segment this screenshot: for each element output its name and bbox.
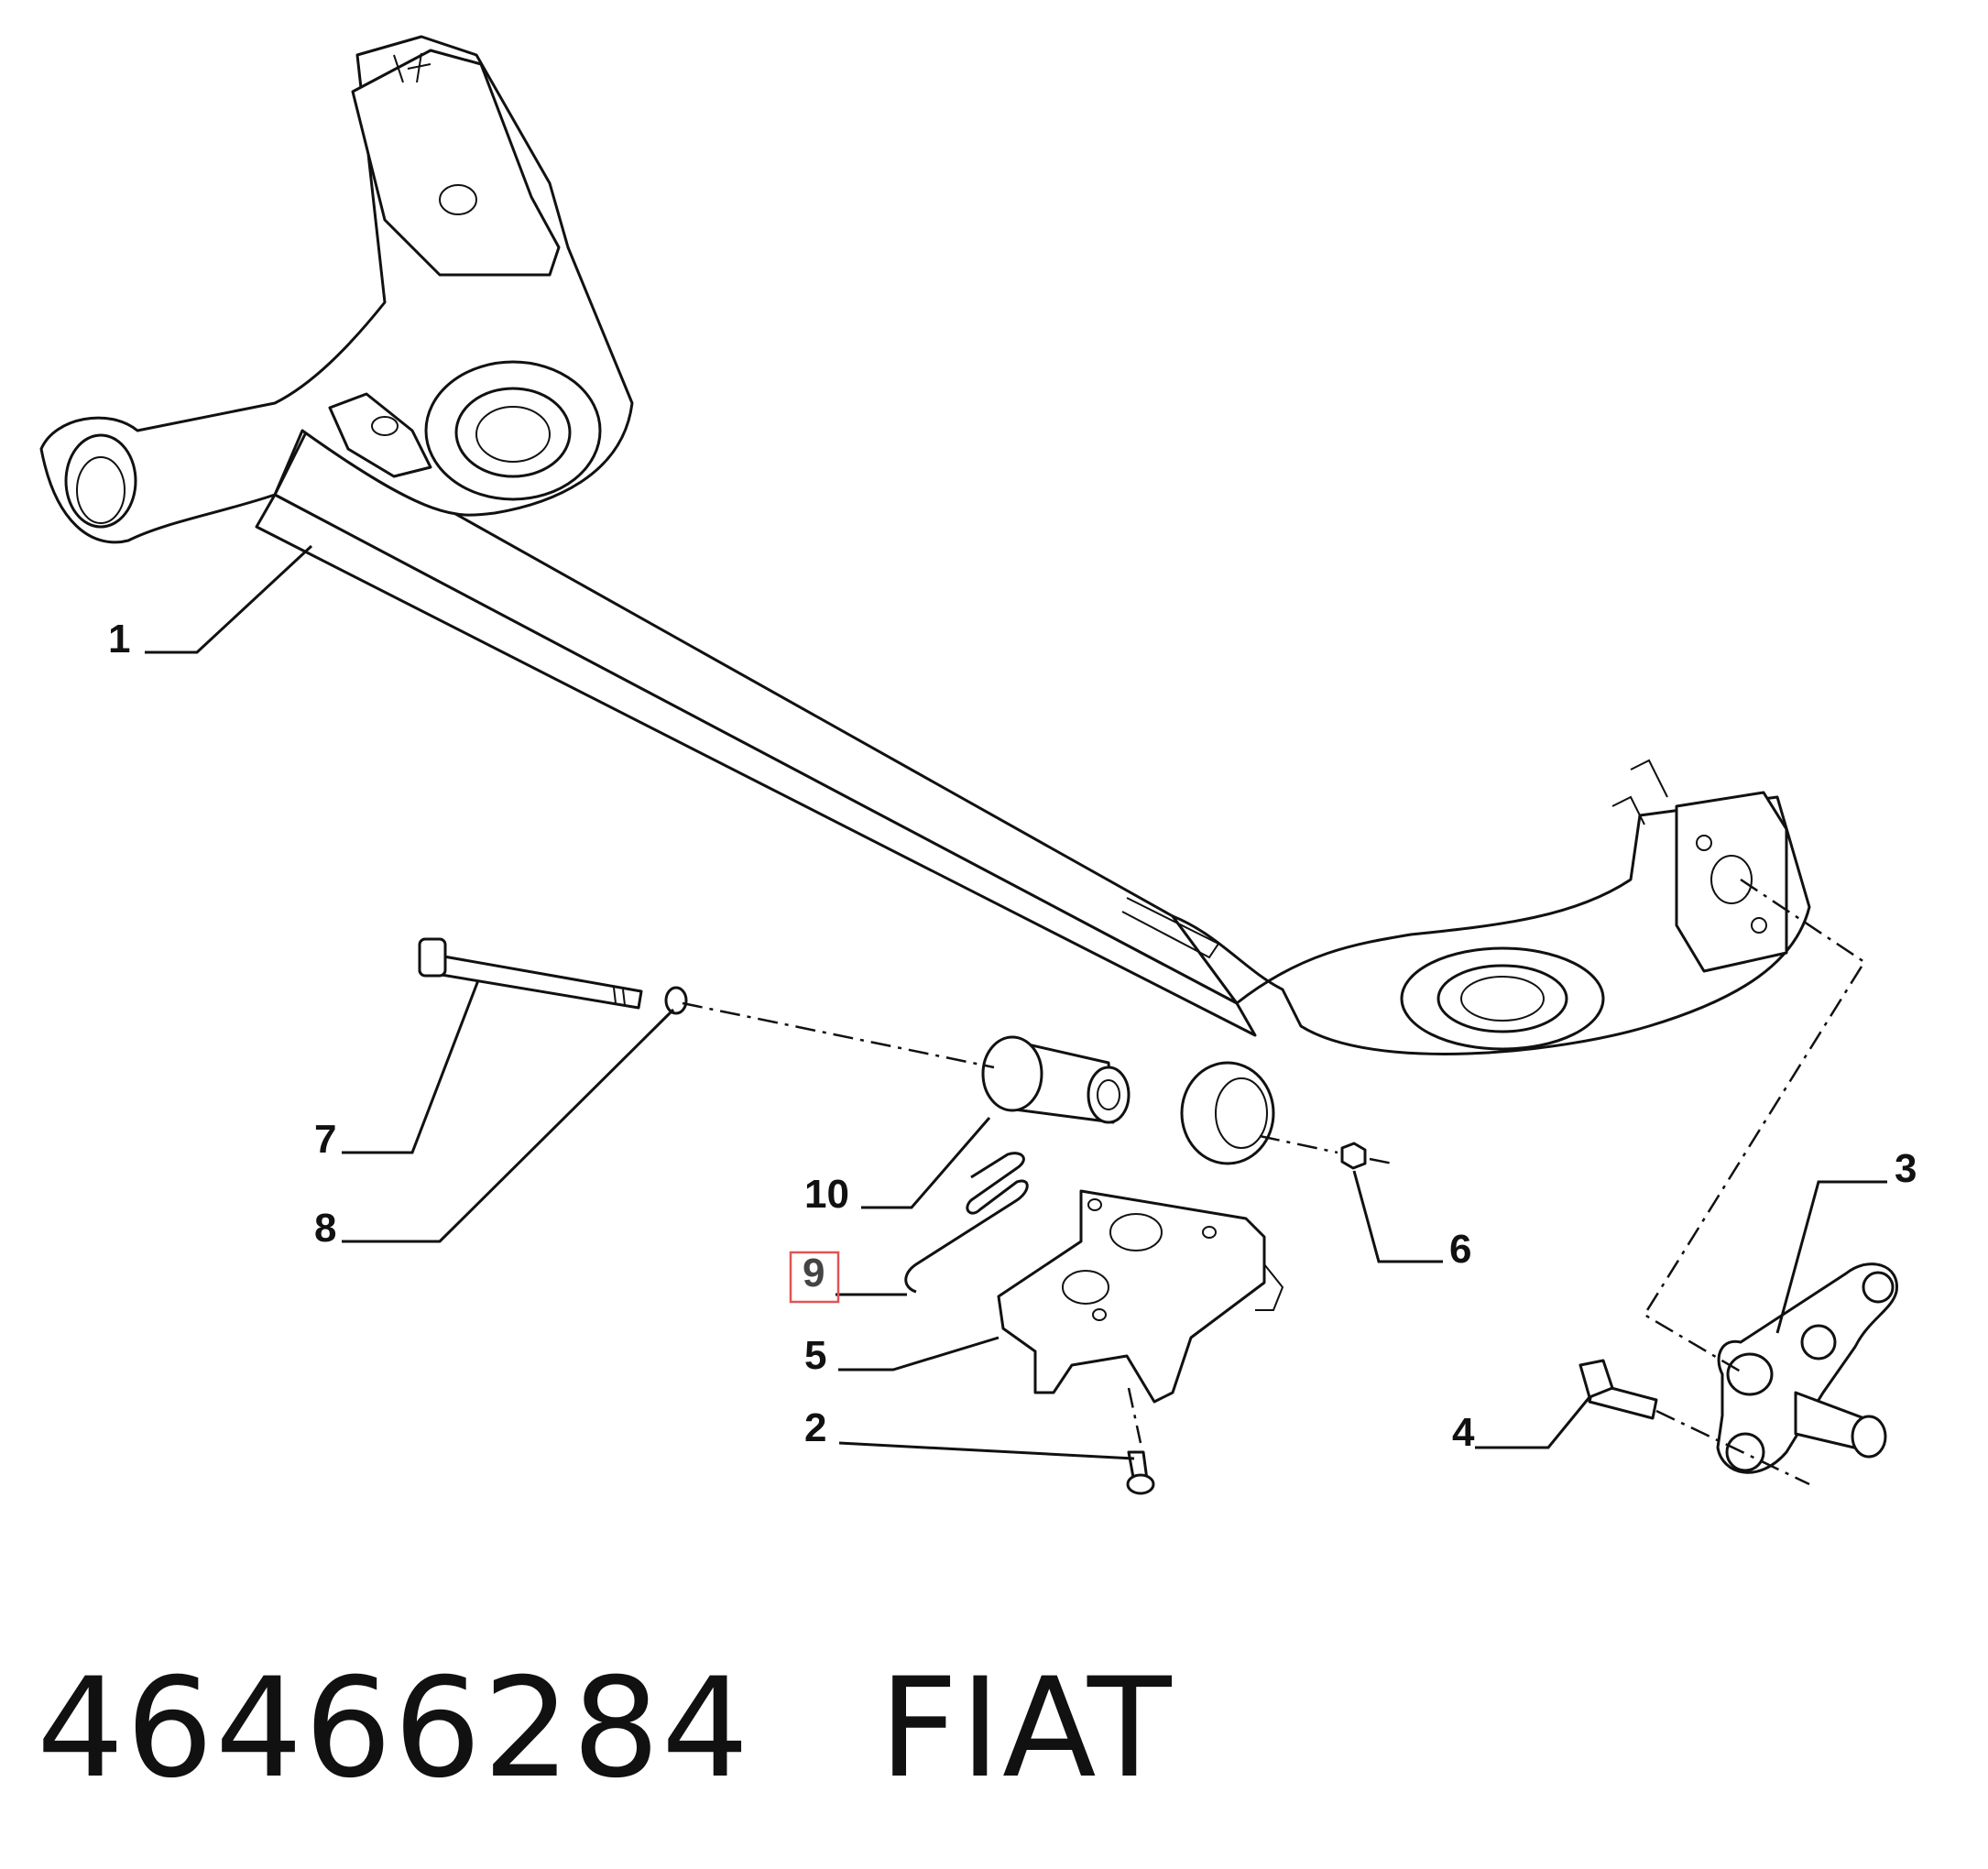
callout-10: 10 (804, 1172, 849, 1217)
stub-axle (1716, 1262, 1898, 1474)
callout-3: 3 (1895, 1146, 1917, 1191)
callout-7: 7 (314, 1117, 336, 1162)
callout-9-highlight (789, 1251, 840, 1304)
washer (664, 986, 688, 1015)
bushing-sleeve (981, 1035, 1131, 1124)
callout-6: 6 (1449, 1227, 1471, 1272)
part-number-footer: 46466284 FIAT (37, 1649, 1174, 1809)
callout-1: 1 (108, 617, 130, 661)
callout-4: 4 (1452, 1410, 1475, 1455)
callout-2: 2 (804, 1405, 826, 1450)
hub-bolt (1578, 1359, 1658, 1420)
brand-name: FIAT (879, 1649, 1174, 1809)
nut (1340, 1142, 1367, 1170)
callout-8: 8 (314, 1206, 336, 1251)
rear-axle-beam (39, 35, 1811, 1165)
callout-9: 9 (803, 1251, 825, 1295)
long-bolt (418, 937, 643, 1010)
part-number: 46466284 (37, 1649, 751, 1809)
mounting-bracket (997, 1189, 1284, 1404)
spring-clip (904, 1152, 1029, 1294)
callout-5: 5 (804, 1333, 826, 1378)
